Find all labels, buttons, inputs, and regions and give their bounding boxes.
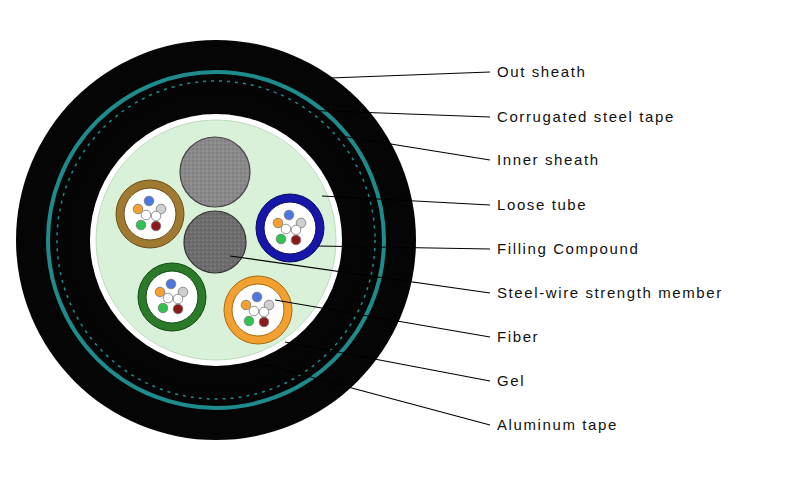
leader-line [322,196,490,205]
outer-sheath [16,40,416,440]
loose-tube [138,263,206,331]
part-label: Aluminum tape [497,416,618,434]
corrugated-steel-tape [48,72,384,408]
corrugation [57,81,375,399]
part-label: Corrugated steel tape [497,108,675,126]
strength-member [184,211,246,273]
leader-lines [230,72,490,425]
leader-line [300,110,490,117]
loose-tube [224,276,292,344]
loose-tube [116,180,184,248]
leader-line [275,300,490,337]
part-label: Out sheath [497,63,586,81]
filler-rod [180,137,250,207]
part-label: Steel-wire strength member [497,284,723,302]
aluminum-tape [90,114,342,366]
part-label: Fiber [497,328,539,346]
part-label: Inner sheath [497,151,600,169]
leader-line [335,135,490,160]
leader-line [330,72,490,78]
part-label: Loose tube [497,196,587,214]
gel [96,120,336,360]
leader-line [318,246,490,249]
part-label: Gel [497,372,525,390]
inner-sheath [66,90,366,390]
leader-line [262,364,490,425]
leader-line [230,256,490,293]
loose-tube [256,194,324,262]
leader-line [285,342,490,381]
part-label: Filling Compound [497,240,639,258]
